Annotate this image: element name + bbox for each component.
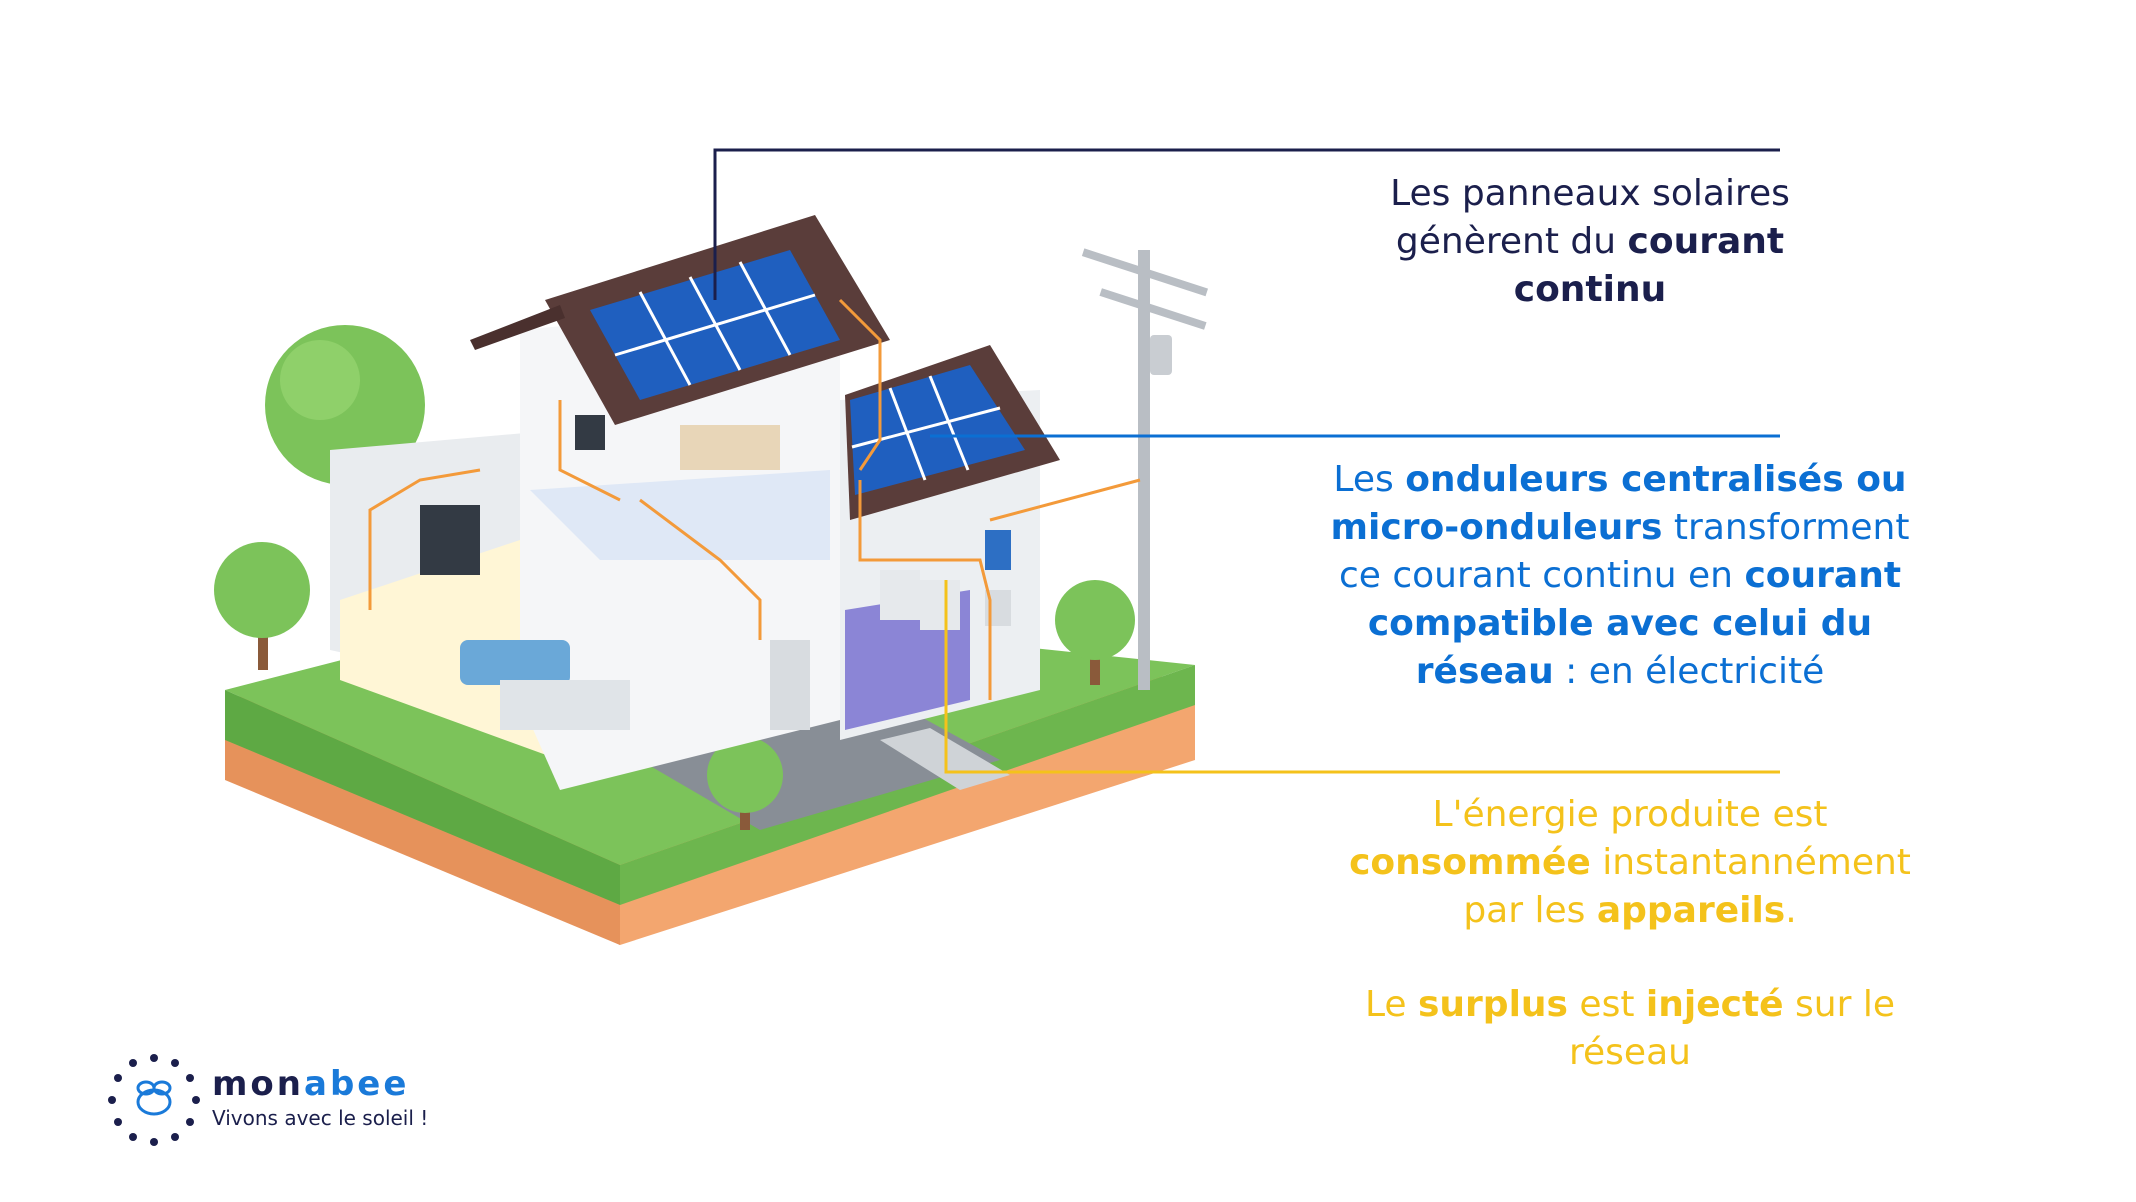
callout-text: transforment [1662, 507, 1910, 548]
callout-emphasis: compatible avec celui du [1367, 603, 1873, 644]
callout-emphasis: onduleurs centralisés ou [1405, 459, 1907, 500]
callout-text: est [1567, 984, 1646, 1025]
callout-emphasis: consommée [1349, 842, 1591, 883]
brand-name-accent: abee [304, 1064, 410, 1104]
solar-panels-secondary [850, 365, 1025, 495]
callout-text: génèrent du [1395, 221, 1628, 262]
callout-text: . [1785, 890, 1797, 931]
callout-emphasis: surplus [1418, 984, 1568, 1025]
callout-text: Les [1333, 459, 1406, 500]
callout-emphasis: courant [1627, 221, 1785, 262]
callout-text: Le [1364, 984, 1418, 1025]
callout-line-consumption [944, 580, 1780, 774]
callout-text: ce courant continu en [1338, 555, 1745, 596]
brand-name-part: mon [212, 1064, 304, 1104]
utility-pole [1081, 248, 1209, 690]
trees [214, 325, 1135, 830]
callout-spacer [1290, 935, 1970, 981]
brand-name: monabee [212, 1064, 409, 1104]
callout-line-panels [713, 148, 1780, 300]
callout-text: Les panneaux solaires [1390, 173, 1790, 214]
callout-solar-panels: Les panneaux solaires génèrent du couran… [1290, 170, 1890, 314]
callout-emphasis: courant [1744, 555, 1902, 596]
callout-text: instantannément [1590, 842, 1911, 883]
callout-text: : en électricité [1553, 651, 1825, 692]
callout-text: sur le [1783, 984, 1896, 1025]
callout-consumption: L'énergie produite est consommée instant… [1290, 791, 1970, 1077]
callout-emphasis: micro-onduleurs [1330, 507, 1663, 548]
electric-wiring [368, 298, 1141, 700]
callout-emphasis: injecté [1645, 984, 1784, 1025]
callout-lines [713, 148, 1780, 774]
callout-inverters: Les onduleurs centralisés ou micro-ondul… [1260, 456, 1980, 696]
callout-text: par les [1463, 890, 1597, 931]
callout-text: réseau [1569, 1032, 1691, 1073]
callout-emphasis: continu [1513, 269, 1667, 310]
monabee-logo-icon [108, 1054, 200, 1146]
callout-emphasis: appareils [1596, 890, 1786, 931]
callout-text: L'énergie produite est [1432, 794, 1828, 835]
callout-emphasis: réseau [1415, 651, 1554, 692]
brand-tagline: Vivons avec le soleil ! [212, 1106, 429, 1130]
solar-panels-main [590, 250, 840, 400]
